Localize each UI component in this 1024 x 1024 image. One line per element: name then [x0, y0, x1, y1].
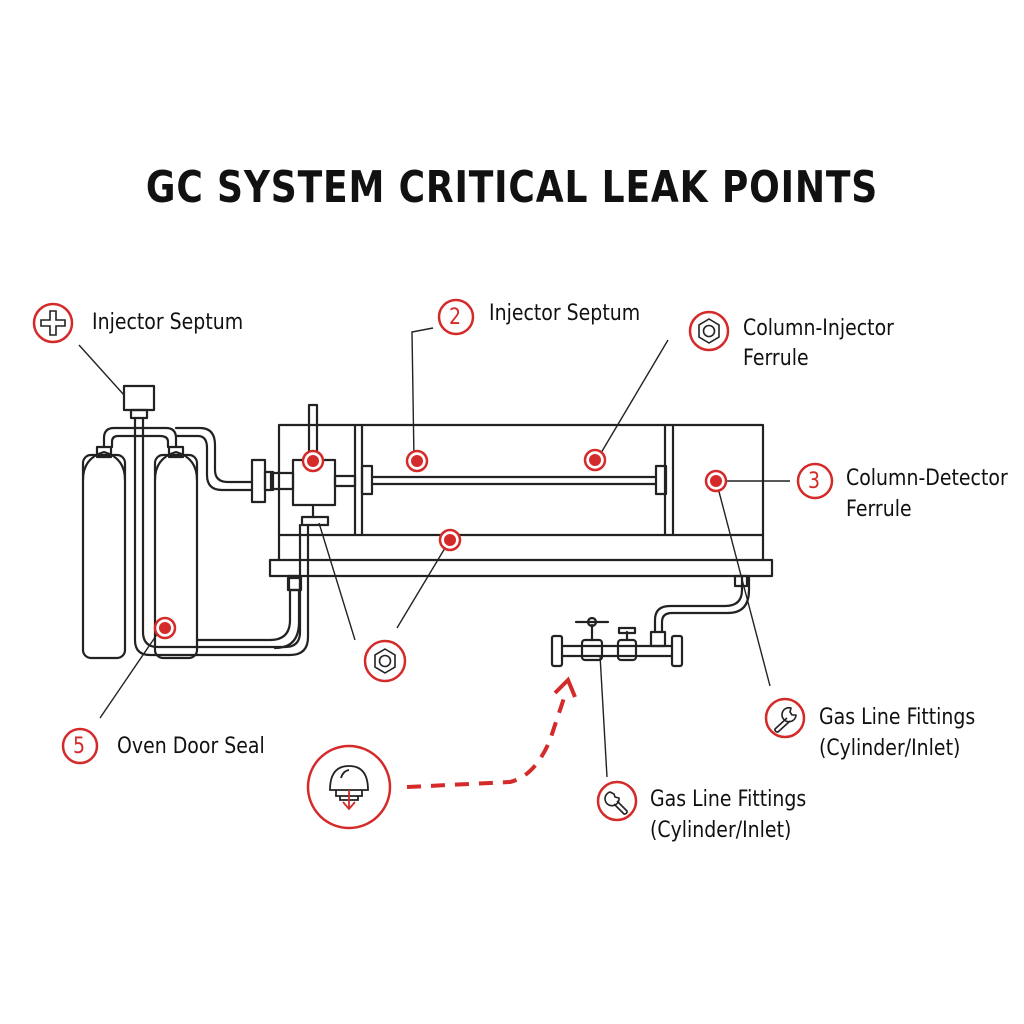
regulator	[122, 384, 156, 412]
callout-label-gas-line-right-1: Gas Line Fittings	[819, 705, 976, 730]
plus-icon	[40, 310, 66, 336]
badge-plus	[32, 302, 74, 344]
callout-label-gas-line-bottom-2: (Cylinder/Inlet)	[650, 818, 792, 843]
wrench-icon	[774, 706, 797, 733]
diagram-title: GC SYSTEM CRITICAL LEAK POINTS	[145, 162, 879, 213]
leader-lines	[78, 327, 790, 778]
callout-label-column-detector-1: Column-Detector	[846, 466, 1008, 491]
badge-number-5: 5	[73, 734, 86, 759]
leak-point-marker	[704, 469, 728, 493]
leak-point-marker	[301, 449, 325, 473]
dashed-arrow	[406, 676, 577, 789]
callout-label-gas-line-bottom-1: Gas Line Fittings	[650, 787, 807, 812]
nut-icon	[698, 318, 720, 344]
nut-icon	[374, 648, 396, 674]
callout-label-gas-line-right-2: (Cylinder/Inlet)	[819, 736, 961, 761]
leak-detector-icon	[329, 765, 369, 811]
callout-label-column-injector-1: Column-Injector	[743, 316, 894, 341]
leak-point-marker	[405, 449, 429, 473]
badge-nut-column-injector	[688, 310, 730, 352]
badge-3	[796, 462, 834, 500]
badge-nut-oven	[363, 639, 407, 683]
leak-point-marker	[153, 616, 177, 640]
wrench-icon	[604, 791, 628, 815]
valve-assembly	[550, 574, 751, 668]
leak-point-marker	[438, 528, 462, 552]
callout-label-injector-septum-1: Injector Septum	[92, 310, 244, 335]
leak-point-marker	[583, 448, 607, 472]
leak-points	[153, 448, 728, 640]
badge-leak-detector	[306, 744, 392, 830]
badge-number-2: 2	[449, 305, 462, 330]
callout-label-oven-door-seal: Oven Door Seal	[117, 734, 265, 759]
badge-2	[437, 298, 475, 336]
badge-number-3: 3	[808, 469, 821, 494]
badge-wrench-right	[764, 697, 806, 739]
gas-cylinder-left	[81, 445, 127, 660]
badge-5	[61, 727, 99, 765]
callout-label-injector-septum-2: Injector Septum	[489, 301, 641, 326]
oven-body	[277, 423, 765, 537]
callout-label-column-detector-2: Ferrule	[846, 497, 912, 522]
callout-label-column-injector-2: Ferrule	[743, 346, 809, 371]
